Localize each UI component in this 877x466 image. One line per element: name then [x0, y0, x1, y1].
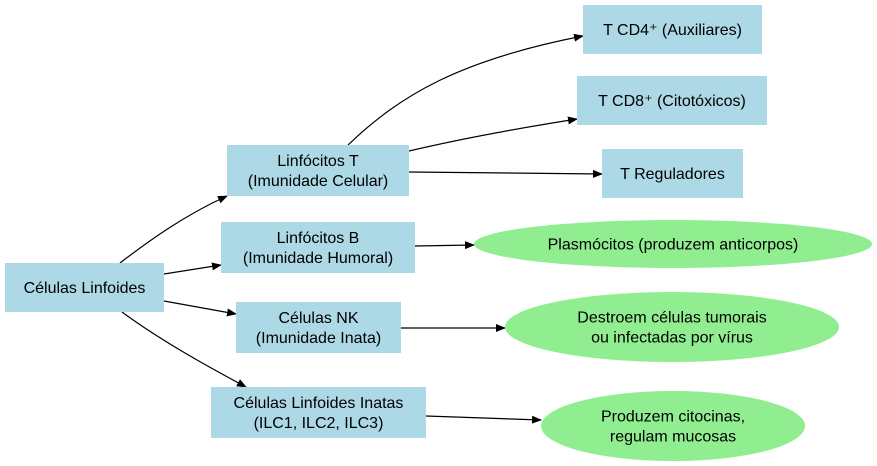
node-t-shape: [227, 145, 409, 196]
edge-t-to-cd8: [408, 116, 578, 152]
node-cd8-label-0: T CD8⁺ (Citotóxicos): [598, 93, 746, 110]
node-ilc-label-0: Células Linfoides Inatas: [234, 395, 404, 412]
node-b: Linfócitos B (Imunidade Humoral): [221, 222, 415, 273]
node-destroem: Destroem células tumorais ou infectadas p…: [505, 292, 839, 362]
node-ilc: Células Linfoides Inatas (ILC1, ILC2, ILC…: [211, 387, 426, 438]
edge-b-to-plasma: [414, 241, 475, 250]
node-b-label-0: Linfócitos B: [277, 230, 360, 247]
node-root-label-0: Células Linfoides: [24, 280, 146, 297]
node-cd4-shape: [583, 5, 762, 54]
node-root-shape: [5, 263, 164, 312]
node-plasma-label-0: Plasmócitos (produzem anticorpos): [548, 237, 799, 254]
edge-root-to-t: [119, 195, 228, 264]
node-root: Células Linfoides: [5, 263, 164, 312]
node-nk-label-1: (Imunidade Inata): [256, 330, 381, 347]
node-plasma-shape: [474, 220, 872, 268]
node-citocinas-shape: [541, 391, 805, 461]
node-nk: Células NK (Imunidade Inata): [236, 302, 401, 353]
node-b-shape: [221, 222, 415, 273]
node-t-label-1: (Imunidade Celular): [248, 173, 389, 190]
node-citocinas-label-0: Produzem citocinas,: [601, 409, 745, 426]
node-cd4: T CD4⁺ (Auxiliares): [583, 5, 762, 54]
node-ilc-shape: [211, 387, 426, 438]
node-treg-shape: [602, 149, 743, 198]
edge-t-to-cd4: [347, 33, 584, 146]
node-b-label-1: (Imunidade Humoral): [243, 250, 393, 267]
edge-t-to-treg: [408, 169, 603, 178]
node-nk-shape: [236, 302, 401, 353]
node-ilc-label-1: (ILC1, ILC2, ILC3): [254, 415, 384, 432]
edge-root-to-b: [163, 262, 222, 275]
edge-root-to-nk: [163, 300, 237, 317]
node-destroem-label-1: ou infectadas por vírus: [591, 330, 753, 347]
node-cd8: T CD8⁺ (Citotóxicos): [577, 76, 767, 125]
node-destroem-label-0: Destroem células tumorais: [577, 310, 766, 327]
node-t-label-0: Linfócitos T: [277, 153, 359, 170]
node-citocinas-label-1: regulam mucosas: [610, 429, 736, 446]
edge-ilc-to-citocinas: [425, 415, 542, 424]
node-nk-label-0: Células NK: [278, 310, 358, 327]
node-cd8-shape: [577, 76, 767, 125]
node-destroem-shape: [505, 292, 839, 362]
node-citocinas: Produzem citocinas, regulam mucosas: [541, 391, 805, 461]
node-treg: T Reguladores: [602, 149, 743, 198]
node-plasma: Plasmócitos (produzem anticorpos): [474, 220, 872, 268]
edge-root-to-ilc: [121, 311, 247, 388]
node-cd4-label-0: T CD4⁺ (Auxiliares): [603, 22, 742, 39]
node-t: Linfócitos T (Imunidade Celular): [227, 145, 409, 196]
node-treg-label-0: T Reguladores: [620, 166, 725, 183]
